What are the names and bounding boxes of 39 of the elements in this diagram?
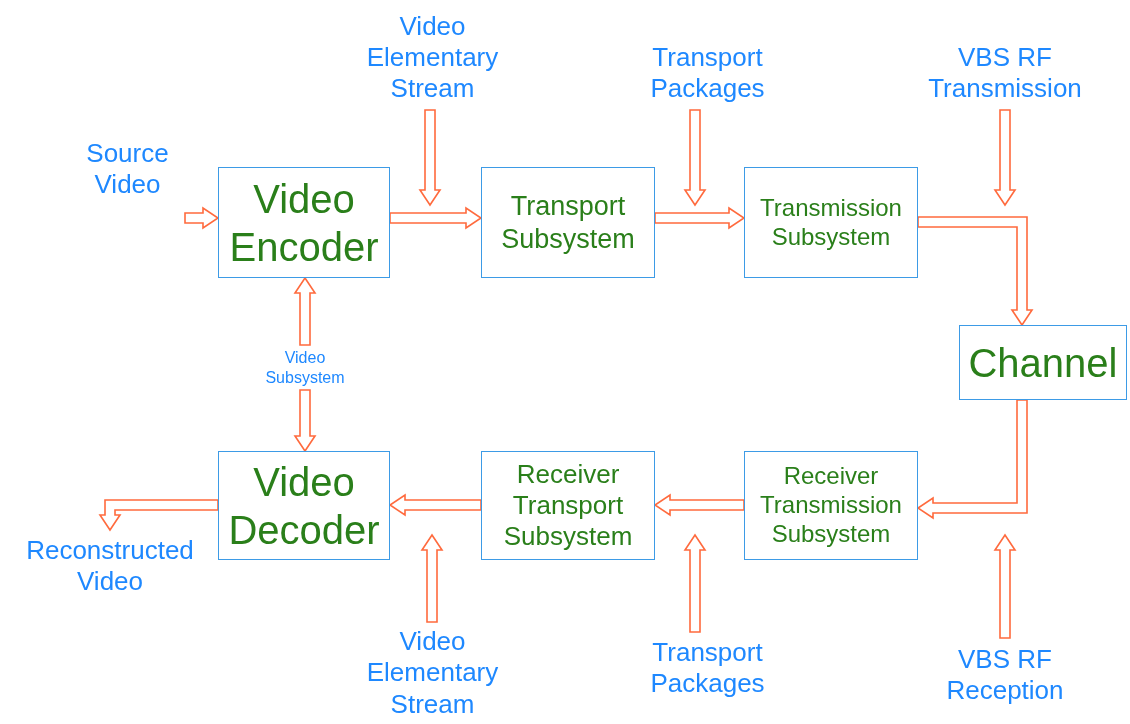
process-box [218, 451, 390, 560]
arrow [388, 493, 482, 517]
box-label: Channel [968, 339, 1118, 387]
arrow [916, 399, 1028, 520]
box-label: Transport Subsystem [500, 190, 636, 255]
arrow [293, 276, 317, 346]
flow-label: Video Subsystem [264, 348, 346, 387]
process-box [481, 167, 655, 278]
box-label: Transmission Subsystem [759, 193, 903, 252]
flow-label: Reconstructed Video [25, 534, 195, 598]
process-box [959, 325, 1127, 400]
flow-label: Video Elementary Stream [365, 626, 500, 720]
arrow [683, 533, 707, 633]
box-label: Receiver Transport Subsystem [502, 458, 634, 553]
process-box [218, 167, 390, 278]
flow-label: Transport Packages [649, 636, 766, 700]
arrow [418, 109, 442, 207]
process-box [744, 167, 918, 278]
process-box [481, 451, 655, 560]
flow-label: Video Elementary Stream [365, 10, 500, 105]
arrow [993, 533, 1017, 639]
arrow [389, 206, 483, 230]
box-label: Video Decoder [227, 458, 381, 554]
arrow [184, 206, 220, 230]
arrow [917, 216, 1034, 327]
arrow [98, 499, 219, 532]
process-box [744, 451, 918, 560]
box-label: Receiver Transmission Subsystem [759, 462, 903, 549]
arrow [420, 533, 444, 623]
arrow [683, 109, 707, 207]
arrow [654, 206, 746, 230]
arrow [653, 493, 745, 517]
flow-label: Source Video [85, 138, 170, 201]
box-label: Video Encoder [228, 175, 380, 271]
flow-label: VBS RF Transmission [927, 41, 1083, 105]
flow-label: VBS RF Reception [945, 643, 1065, 707]
arrow [993, 109, 1017, 207]
flow-label: Transport Packages [649, 41, 766, 105]
arrow [293, 389, 317, 453]
